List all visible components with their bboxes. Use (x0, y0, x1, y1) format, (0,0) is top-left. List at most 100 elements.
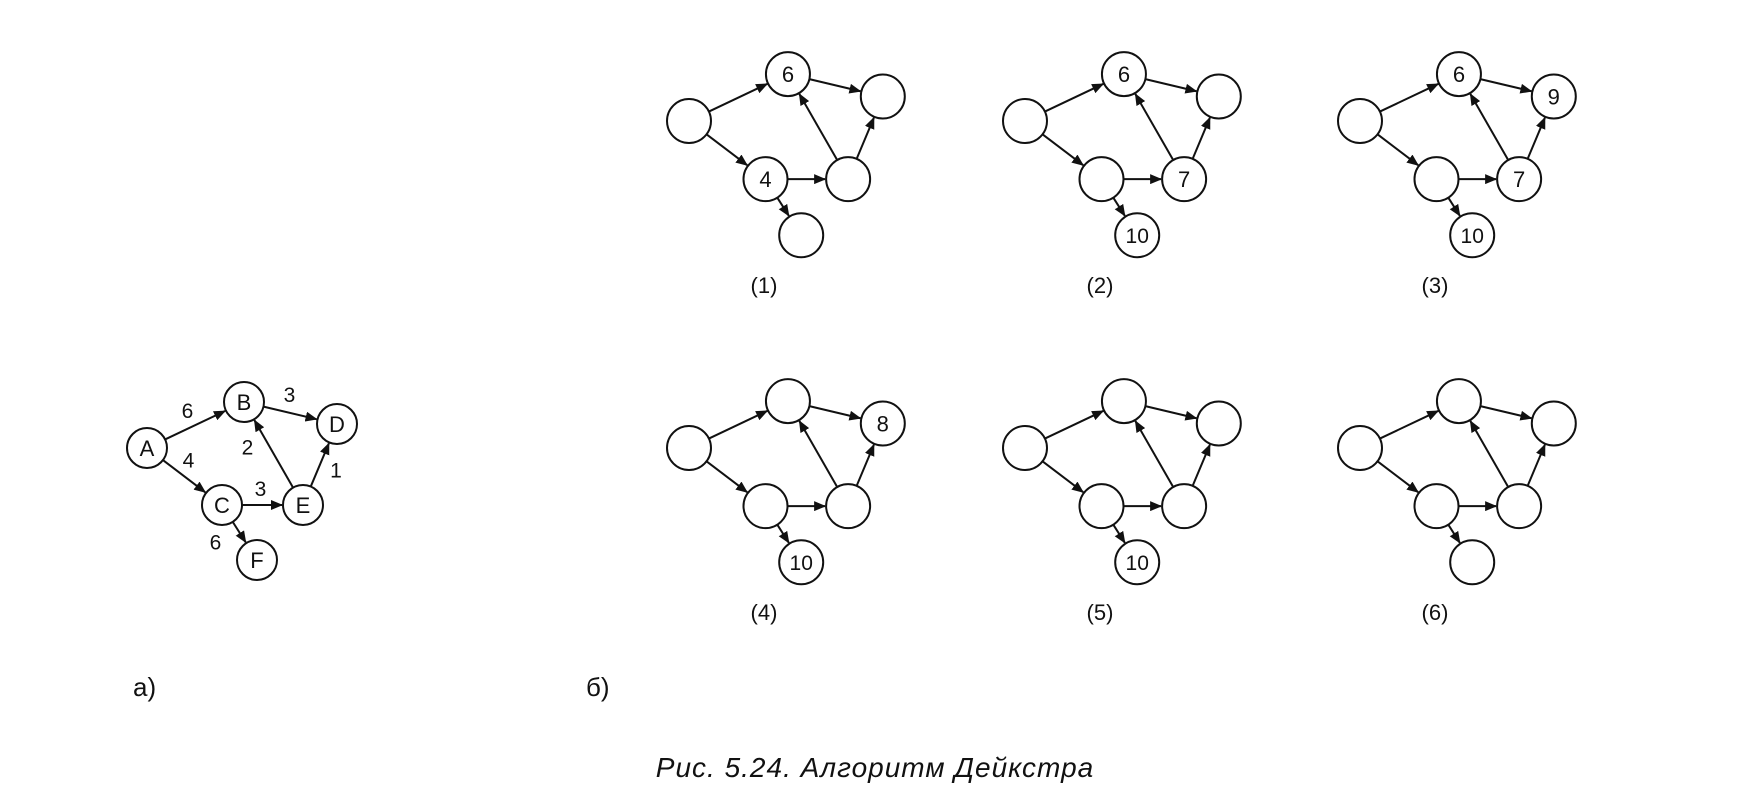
graph-a-node-C (201, 484, 243, 526)
step-3-node-value-D: 9 (1548, 85, 1560, 110)
step-4-node-E (825, 483, 872, 530)
step-4-node-B (764, 378, 811, 425)
graph-a-node-E (282, 484, 324, 526)
step-4-edge-A-C (705, 460, 748, 494)
step-4-node-C (742, 483, 789, 530)
step-6-node-A (1337, 425, 1383, 471)
step-1-node-E (825, 156, 872, 203)
step-6-node-B (1435, 378, 1482, 425)
step-3-edge-A-B (1379, 83, 1440, 113)
graph-a-edge-E-D (309, 442, 330, 487)
step-1-node-A (666, 98, 712, 144)
figure-caption: Рис. 5.24. Алгоритм Дейкстра (655, 752, 1095, 783)
step-6-node-C (1413, 483, 1460, 530)
step-3-node-B (1435, 51, 1482, 98)
graph-a-edge-C-F (231, 521, 247, 544)
step-1-edge-E-D (855, 116, 875, 160)
step-label-2: (2) (1087, 273, 1114, 298)
step-3-edge-B-D (1480, 78, 1533, 94)
graph-a-edge-weight-E-D: 1 (330, 460, 342, 483)
step-4: 810(4) (666, 378, 906, 625)
step-1-node-value-C: 4 (759, 167, 771, 192)
step-5-edge-C-F (1112, 524, 1126, 544)
step-4-node-D (859, 400, 906, 447)
step-2-node-value-B: 6 (1118, 62, 1130, 87)
step-label-6: (6) (1422, 600, 1449, 625)
step-5-edge-A-C (1041, 460, 1084, 494)
step-3-node-E (1496, 156, 1543, 203)
graph-a-edge-weight-B-D: 3 (284, 384, 296, 407)
graph-a-node-A (126, 427, 168, 469)
step-3-node-A (1337, 98, 1383, 144)
step-1: 64(1) (666, 51, 906, 298)
step-1-edge-C-F (776, 197, 790, 217)
step-3-node-value-E: 7 (1513, 167, 1525, 192)
step-1-node-F (778, 212, 825, 259)
graph-a-node-label-D: D (329, 412, 345, 437)
step-1-node-C (742, 156, 789, 203)
step-6-edge-B-D (1480, 405, 1533, 421)
step-6-edge-A-B (1379, 410, 1440, 440)
step-4-edge-E-B (798, 420, 839, 488)
step-2-node-D (1195, 73, 1242, 120)
step-2-node-value-F: 10 (1126, 225, 1149, 248)
graph-a-node-D (316, 403, 358, 445)
graph-a-node-label-F: F (250, 548, 263, 573)
step-5-node-value-F: 10 (1126, 552, 1149, 575)
step-1-edge-E-B (798, 93, 839, 161)
step-5-edge-B-D (1145, 405, 1198, 421)
graph-a-node-label-E: E (296, 493, 311, 518)
step-2-node-B (1100, 51, 1147, 98)
step-5-node-A (1002, 425, 1048, 471)
step-3-node-value-B: 6 (1453, 62, 1465, 87)
step-4-edge-C-F (776, 524, 790, 544)
step-6-node-D (1530, 400, 1577, 447)
step-2-edge-E-B (1134, 93, 1175, 161)
step-5-edge-A-B (1044, 410, 1105, 440)
step-5-node-B (1100, 378, 1147, 425)
step-2-node-C (1078, 156, 1125, 203)
graph-a-edge-weight-A-C: 4 (183, 450, 195, 473)
step-label-4: (4) (751, 600, 778, 625)
graph-a-edge-weight-E-B: 2 (242, 437, 254, 460)
graph-a-node-B (223, 381, 265, 423)
step-5-node-F (1114, 539, 1161, 586)
step-4-edge-E-D (855, 443, 875, 487)
step-3-node-C (1413, 156, 1460, 203)
graph-a-edge-B-D (263, 405, 318, 422)
step-3-node-D (1530, 73, 1577, 120)
step-4-node-A (666, 425, 712, 471)
step-2-node-E (1161, 156, 1208, 203)
step-3-edge-E-D (1526, 116, 1546, 160)
graph-a-edge-A-C (162, 459, 207, 494)
step-label-3: (3) (1422, 273, 1449, 298)
graph-a-node-label-B: B (237, 390, 252, 415)
step-label-1: (1) (751, 273, 778, 298)
step-1-edge-A-C (705, 133, 748, 167)
graph-a-node-label-C: C (214, 493, 230, 518)
step-1-edge-B-D (809, 78, 862, 94)
step-2-edge-A-B (1044, 83, 1105, 113)
step-3-node-F (1449, 212, 1496, 259)
panel-a-label: а) (133, 672, 157, 702)
step-6-edge-E-D (1526, 443, 1546, 487)
step-6: (6) (1337, 378, 1577, 625)
graph-a-node-label-A: A (140, 436, 155, 461)
step-6-edge-A-C (1376, 460, 1419, 494)
graph-a-edge-weight-C-E: 3 (255, 478, 267, 501)
step-5-edge-E-B (1134, 420, 1175, 488)
step-6-node-F (1449, 539, 1496, 586)
step-4-node-value-D: 8 (877, 412, 889, 437)
step-4-edge-A-B (708, 410, 769, 440)
graph-a-edge-weight-C-F: 6 (210, 532, 222, 555)
step-4-node-F (778, 539, 825, 586)
step-1-node-B (764, 51, 811, 98)
panel-b-label: б) (586, 672, 610, 702)
step-1-edge-A-B (708, 83, 769, 113)
step-2-node-F (1114, 212, 1161, 259)
step-6-edge-E-B (1469, 420, 1510, 488)
step-5-node-C (1078, 483, 1125, 530)
